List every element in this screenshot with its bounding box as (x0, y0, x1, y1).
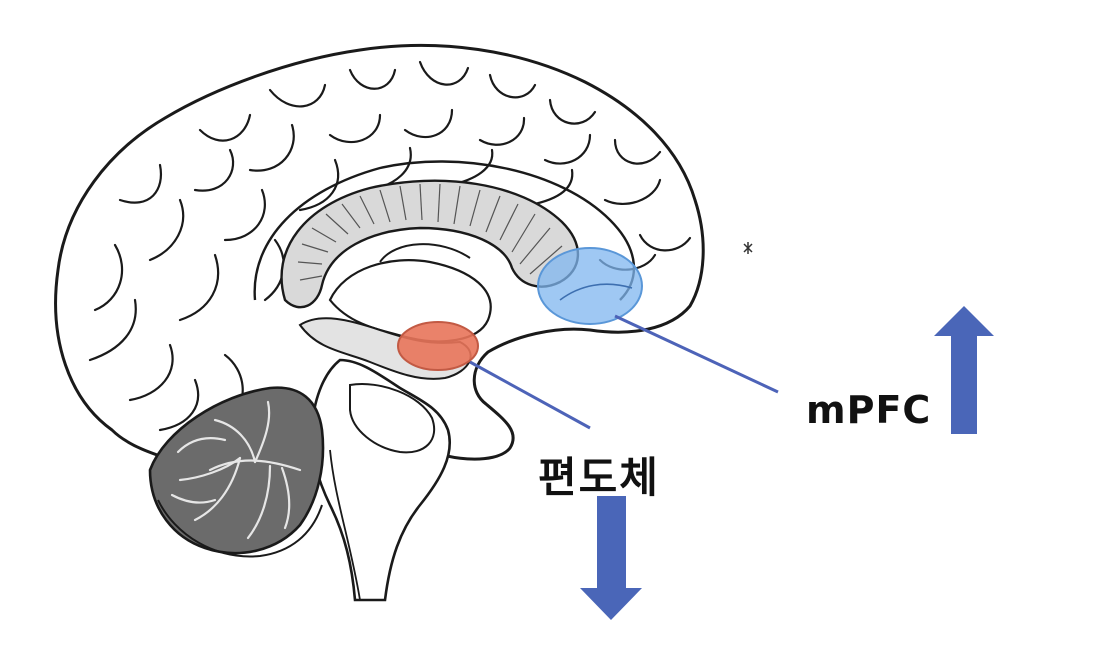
mpfc-leader-line (614, 314, 779, 394)
fornix (379, 243, 471, 263)
amygdala-highlight (397, 321, 479, 371)
cursor-icon (743, 242, 753, 254)
amygdala-label: 편도체 (538, 453, 660, 502)
amygdala-leader-line (469, 360, 591, 430)
pons (349, 383, 436, 454)
mpfc-label: mPFC (806, 388, 932, 432)
corpus-callosum-striations (297, 183, 563, 281)
cerebellum-lower-edge (157, 499, 323, 558)
mpfc-inner-fold (559, 283, 633, 301)
arrow-up-icon (934, 306, 994, 434)
arrow-down-icon (580, 496, 642, 620)
brainstem-line (329, 449, 361, 601)
cingulate-gyrus (253, 160, 636, 301)
cerebellum-arbor-vitae (170, 400, 302, 540)
